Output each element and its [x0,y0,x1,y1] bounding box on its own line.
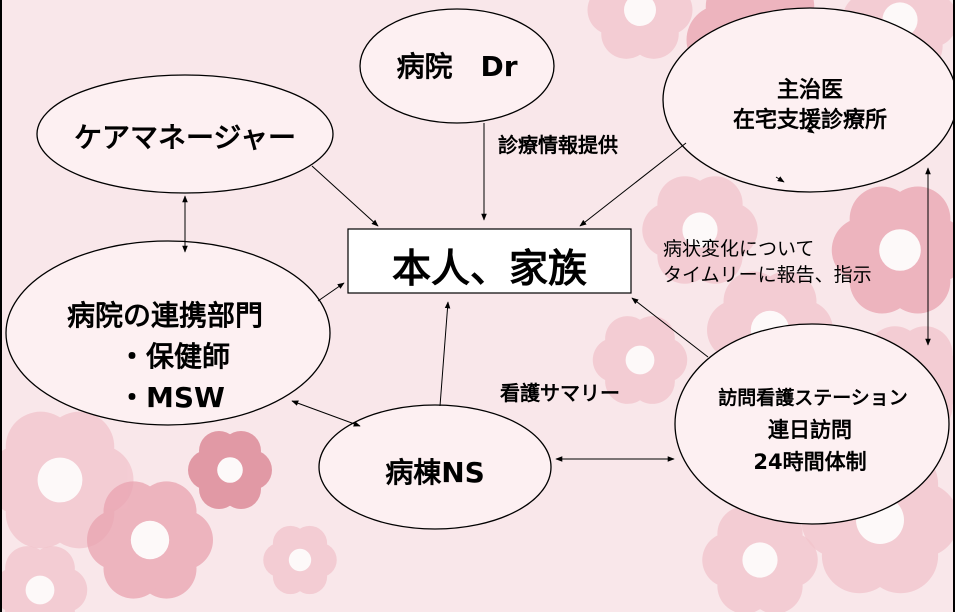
attending-label-line1: 主治医 [776,78,843,103]
small-arrowhead-a [805,127,815,134]
condition-annotation-line1: 病状変化について [663,238,815,260]
slide-border-right [953,0,955,612]
patient-family-box [347,228,632,294]
flower-10 [702,506,818,612]
arrow-ward-to-patient [439,301,451,407]
liaison-label-line2: ・保健師 [118,340,231,373]
ward-ns-ellipse [318,404,552,530]
flower-15 [263,525,337,595]
visiting-nurse-ellipse [674,323,950,525]
slide-border-left [0,0,2,612]
arrow-liaison-ward [291,400,361,427]
arrow-visiting-to-patient [631,297,709,358]
attending-label-line2: 在宅支援診療所 [732,108,887,133]
liaison-department-ellipse [5,240,331,426]
hospital-dr-label: 病院 Dr [396,50,518,83]
ward-ns-label: 病棟NS [385,456,485,489]
visiting-label-line2: 連日訪問 [768,418,852,442]
small-arrowhead-b [775,176,785,183]
attending-physician-ellipse [662,7,955,193]
flower-14 [0,546,88,612]
visiting-label-line3: 24時間体制 [753,450,867,474]
flower-7 [592,316,688,404]
visiting-label-line1: 訪問看護ステーション [718,387,908,409]
hospital-dr-ellipse [359,8,555,124]
nursing-summary-annotation: 看護サマリー [500,381,620,405]
care-manager-ellipse [36,74,334,194]
patient-family-label: 本人、家族 [391,247,587,292]
medical-info-annotation: 診療情報提供 [498,133,618,157]
arrow-liaison-to-patient [317,282,345,302]
liaison-label-line1: 病院の連携部門 [66,299,263,332]
flower-13 [188,430,272,510]
arrow-caremanager-to-patient [311,165,379,227]
condition-annotation-line2: タイムリーに報告、指示 [663,264,872,286]
flower-0 [587,0,693,59]
care-manager-label: ケアマネージャー [73,121,297,154]
liaison-label-line3: ・MSW [118,381,225,414]
flower-5 [642,176,758,284]
arrow-attending-to-patient [579,142,687,227]
flower-12 [87,481,213,599]
